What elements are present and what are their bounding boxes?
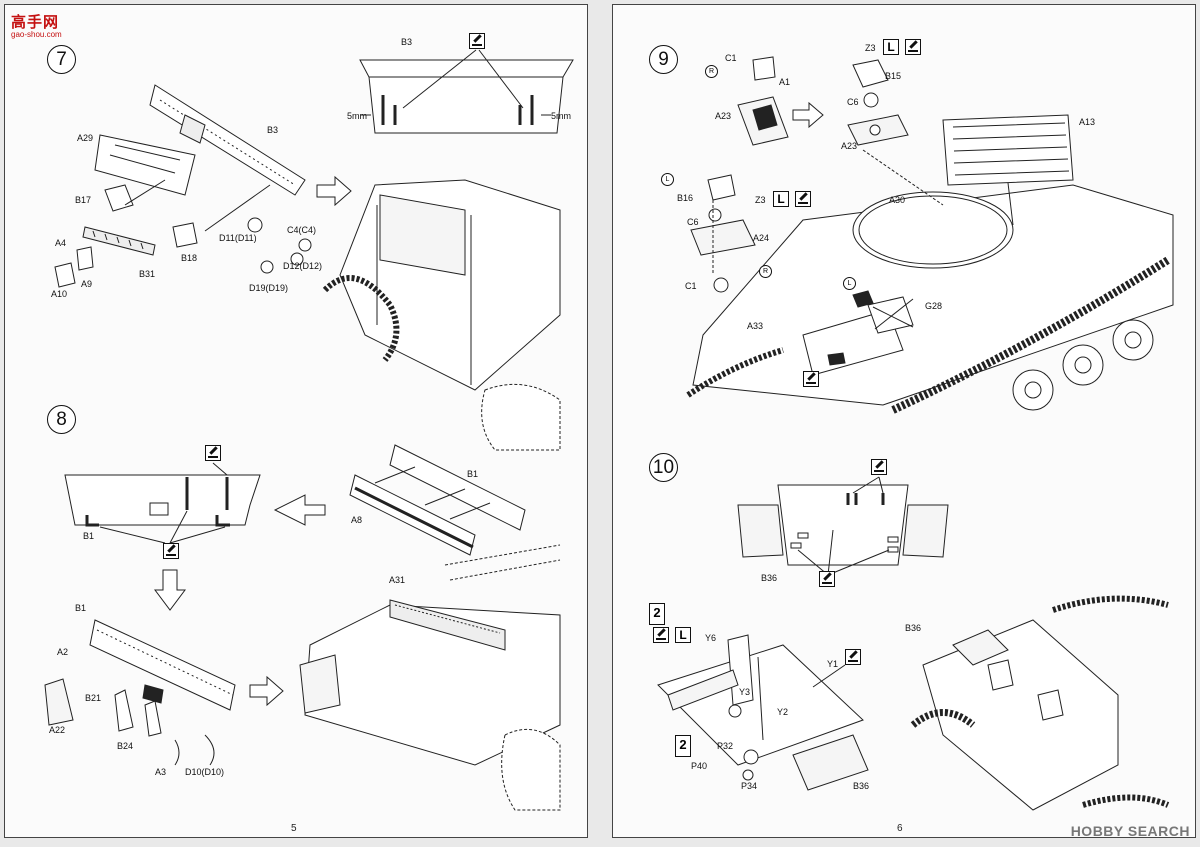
step-7-text: 7: [56, 48, 67, 70]
bend-icon-text: L: [679, 628, 687, 642]
step-8-number: 8: [47, 405, 76, 434]
glue-icon: [469, 33, 485, 49]
right-page-drawings: [657, 56, 1174, 811]
quantity-two-text: 2: [679, 737, 687, 752]
label-y6: Y6: [705, 633, 717, 643]
bend-icon: L: [883, 39, 899, 55]
label-a1: A1: [779, 77, 791, 87]
step-9-text: 9: [658, 48, 669, 70]
glue-icon: [803, 371, 819, 387]
label-a10: A10: [51, 289, 68, 299]
right-marker-icon: R: [759, 265, 772, 278]
label-c6-mid: C6: [687, 217, 699, 227]
label-d19: D19(D19): [249, 283, 289, 293]
label-b31: B31: [139, 269, 156, 279]
label-p32: P32: [717, 741, 734, 751]
quantity-two-text: 2: [653, 605, 661, 620]
page-right: 9 10 R L R L L L 2 L 2 C1 A1 A23 Z3 B15 …: [612, 4, 1196, 838]
label-b1-s8b: B1: [467, 469, 479, 479]
label-b18: B18: [181, 253, 198, 263]
left-marker-icon: L: [661, 173, 674, 186]
label-b1-s8a: B1: [83, 531, 95, 541]
glue-icon: [845, 649, 861, 665]
label-a22: A22: [49, 725, 66, 735]
label-a30: A30: [889, 195, 906, 205]
glue-icon: [653, 627, 669, 643]
label-a24: A24: [753, 233, 770, 243]
glue-icon: [163, 543, 179, 559]
label-b1-s8c: B1: [75, 603, 87, 613]
page-left: 高手网 gao-shou.com: [4, 4, 588, 838]
label-b16: B16: [677, 193, 694, 203]
label-p40: P40: [691, 761, 708, 771]
bend-icon: L: [773, 191, 789, 207]
label-y3: Y3: [739, 687, 751, 697]
label-a23-a: A23: [715, 111, 732, 121]
label-a23-b: A23: [841, 141, 858, 151]
label-b3-top: B3: [401, 37, 413, 47]
label-z3-mid: Z3: [755, 195, 766, 205]
site-logo: 高手网 gao-shou.com: [11, 11, 62, 39]
label-b24: B24: [117, 741, 134, 751]
step-10-number: 10: [649, 453, 678, 482]
left-marker-text: L: [665, 176, 670, 183]
label-a2: A2: [57, 647, 69, 657]
label-p34: P34: [741, 781, 758, 791]
label-y1: Y1: [827, 659, 839, 669]
left-page-drawings: [44, 49, 574, 811]
label-b15: B15: [885, 71, 902, 81]
label-b21: B21: [85, 693, 102, 703]
label-c1-bot: C1: [685, 281, 697, 291]
label-a9: A9: [81, 279, 93, 289]
label-z3-top: Z3: [865, 43, 876, 53]
glue-icon: [795, 191, 811, 207]
label-d12: D12(D12): [283, 261, 323, 271]
label-a13: A13: [1079, 117, 1096, 127]
label-c4: C4(C4): [287, 225, 317, 235]
label-a33: A33: [747, 321, 764, 331]
label-a29: A29: [77, 133, 94, 143]
label-a31: A31: [389, 575, 406, 585]
label-5mm-right: 5mm: [551, 111, 571, 121]
label-d10: D10(D10): [185, 767, 225, 777]
logo-chinese-text: 高手网: [11, 13, 60, 31]
bend-icon-text: L: [777, 192, 785, 206]
left-marker-icon: L: [843, 277, 856, 290]
glue-icon: [819, 571, 835, 587]
step-9-number: 9: [649, 45, 678, 74]
label-d11: D11(D11): [219, 233, 257, 243]
page-number-left: 5: [291, 823, 297, 834]
step-10-text: 10: [652, 456, 675, 478]
step-7-number: 7: [47, 45, 76, 74]
label-b36-b: B36: [853, 781, 870, 791]
page-number-right: 6: [897, 823, 903, 834]
label-c6-top: C6: [847, 97, 859, 107]
label-y2: Y2: [777, 707, 789, 717]
quantity-two-icon: 2: [675, 735, 691, 757]
label-5mm-left: 5mm: [347, 111, 367, 121]
logo-url-text: gao-shou.com: [11, 30, 62, 39]
glue-icon: [871, 459, 887, 475]
label-b17: B17: [75, 195, 92, 205]
glue-icon: [205, 445, 221, 461]
label-a4: A4: [55, 238, 67, 248]
bend-icon: L: [675, 627, 691, 643]
label-a8: A8: [351, 515, 363, 525]
label-g28: G28: [925, 301, 943, 311]
watermark: HOBBY SEARCH: [1070, 823, 1190, 839]
bend-icon-text: L: [887, 40, 895, 54]
step-8-text: 8: [56, 408, 67, 430]
quantity-two-icon: 2: [649, 603, 665, 625]
label-a3: A3: [155, 767, 167, 777]
right-marker-icon: R: [705, 65, 718, 78]
glue-icon: [905, 39, 921, 55]
label-c1-top: C1: [725, 53, 737, 63]
label-b36-c: B36: [905, 623, 922, 633]
label-b3-side: B3: [267, 125, 279, 135]
right-marker-text: R: [762, 268, 769, 275]
label-b36-a: B36: [761, 573, 778, 583]
right-marker-text: R: [708, 68, 715, 75]
left-marker-text: L: [847, 280, 852, 287]
